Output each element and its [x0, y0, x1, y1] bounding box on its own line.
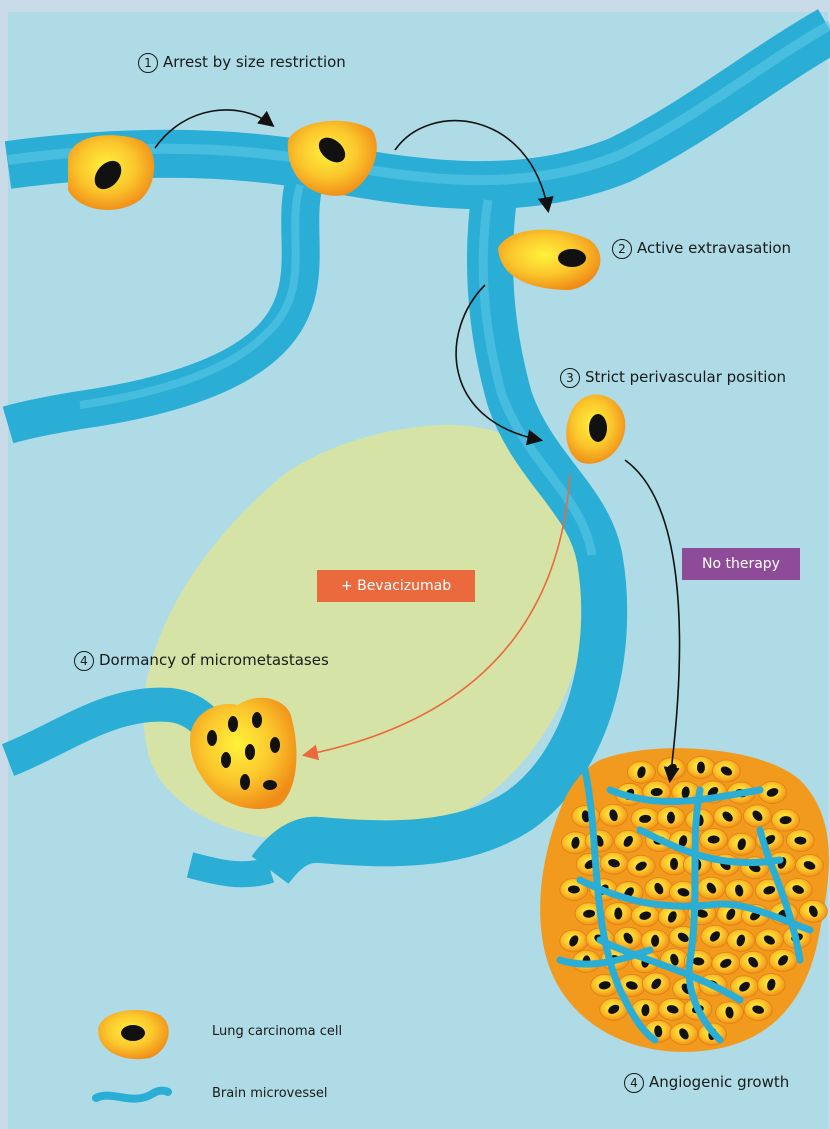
no-therapy-badge: No therapy — [682, 548, 800, 580]
step-4-dormancy-number: 4 — [74, 651, 94, 671]
legend-vessel-icon — [92, 1080, 172, 1110]
lower-right-stub-vessel — [190, 865, 270, 874]
step-4-dormancy-text: Dormancy of micrometastases — [99, 651, 329, 669]
lung-carcinoma-cell-1 — [68, 135, 154, 210]
step-3-label: 3 Strict perivascular position — [560, 367, 786, 388]
step-4-angiogenic-label: 4 Angiogenic growth — [624, 1072, 789, 1093]
step-1-text: Arrest by size restriction — [163, 53, 346, 71]
bevacizumab-badge: + Bevacizumab — [317, 570, 475, 602]
step-4-dormancy-label: 4 Dormancy of micrometastases — [74, 650, 329, 671]
step-2-label: 2 Active extravasation — [612, 238, 791, 259]
step-3-number: 3 — [560, 368, 580, 388]
legend-cell-label: Lung carcinoma cell — [212, 1024, 342, 1039]
step-4-angiogenic-number: 4 — [624, 1073, 644, 1093]
step-1-label: 1 Arrest by size restriction — [138, 52, 346, 73]
step-2-text: Active extravasation — [637, 239, 791, 257]
step-3-text: Strict perivascular position — [585, 368, 786, 386]
step-1-number: 1 — [138, 53, 158, 73]
legend-vessel-label: Brain microvessel — [212, 1086, 328, 1101]
tumor-cell-nucleus — [697, 761, 705, 773]
step-2-number: 2 — [612, 239, 632, 259]
step-4-angiogenic-text: Angiogenic growth — [649, 1073, 789, 1091]
tumor-cell-nucleus — [614, 907, 622, 919]
